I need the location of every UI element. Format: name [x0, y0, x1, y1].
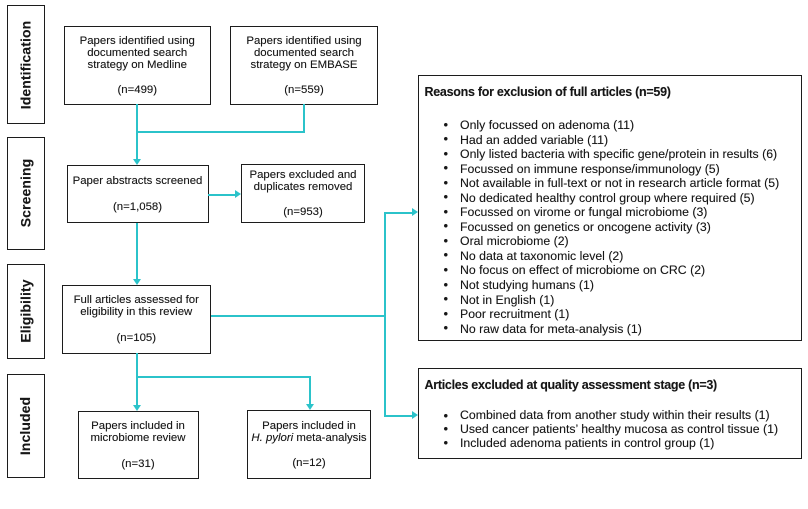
box-medline-line2: documented search: [87, 46, 188, 59]
stage-box-screening: Screening: [6, 137, 45, 250]
hpylori-italic: H. pylori: [251, 431, 294, 444]
connector-split-horizontal: [136, 376, 311, 378]
panel-quality-title: Articles excluded at quality assessment …: [424, 377, 718, 392]
arrowhead-into-hpylori: [305, 404, 314, 410]
box-full-articles-assessed: Full articles assessed for eligibility i…: [61, 284, 211, 354]
box-excluded-line2: duplicates removed: [253, 180, 353, 193]
reason-item: Focussed on genetics or oncogene activit…: [419, 219, 801, 235]
box-papers-excluded-duplicates: Papers excluded and duplicates removed (…: [241, 164, 365, 223]
reason-item: Not studying humans (1): [419, 278, 801, 293]
quality-item: Used cancer patients’ healthy mucosa as …: [419, 422, 801, 437]
connector-right-spine: [383, 211, 386, 417]
connector-split-right-down: [309, 376, 311, 405]
box-embase-line3: strategy on EMBASE: [250, 58, 358, 71]
reason-item: No raw data for meta-analysis (1): [419, 321, 801, 337]
connector-screened-to-excluded: [208, 193, 236, 196]
connector-spine-to-reasons: [383, 211, 413, 214]
box-paper-abstracts-screened: Paper abstracts screened (n=1,058): [66, 164, 209, 223]
stage-box-eligibility: Eligibility: [6, 263, 45, 359]
stage-label-eligibility: Eligibility: [17, 279, 34, 343]
reason-item: No dedicated healthy control group where…: [419, 190, 801, 206]
reason-item: Focussed on virome or fungal microbiome …: [419, 205, 801, 220]
arrowhead-into-reasons: [411, 208, 418, 216]
reason-item: Not available in full-text or not in res…: [419, 176, 801, 191]
panel-reasons-title: Reasons for exclusion of full articles (…: [424, 85, 671, 99]
connector-join-horizontal: [136, 130, 305, 133]
stage-box-identification: Identification: [6, 5, 45, 124]
reason-item: No data at taxonomic level (2): [419, 248, 801, 264]
panel-reasons-list: Only focussed on adenoma (11) Had an add…: [419, 118, 801, 336]
box-excluded-line1: Papers excluded and: [249, 168, 357, 181]
box-embase-line2: documented search: [253, 46, 355, 59]
box-hpylori-line2: H. pylori meta-analysis: [251, 432, 366, 444]
box-microbiome-line2: microbiome review: [90, 432, 186, 444]
hpylori-rest: meta-analysis: [293, 431, 367, 444]
connector-split-left-down: [136, 376, 138, 406]
connector-eligibility-right: [210, 314, 386, 317]
box-embase-count: (n=559): [284, 84, 324, 96]
connector-eligibility-down: [136, 353, 138, 378]
box-excluded-count: (n=953): [283, 206, 323, 219]
arrowhead-into-quality: [411, 411, 418, 419]
box-hpylori-count: (n=12): [292, 457, 326, 469]
panel-quality-list: Combined data from another study within …: [419, 408, 801, 451]
connector-spine-to-quality: [383, 414, 413, 417]
reason-item: Not in English (1): [419, 292, 801, 308]
box-eligibility-count: (n=105): [116, 331, 157, 344]
box-papers-included-hpylori: Papers included in H. pylori meta-analys…: [247, 410, 371, 479]
box-microbiome-line1: Papers included in: [91, 420, 185, 432]
stage-box-included: Included: [6, 373, 45, 478]
stage-label-included: Included: [17, 396, 34, 455]
quality-item: Combined data from another study within …: [419, 408, 801, 423]
box-papers-included-microbiome: Papers included in microbiome review (n=…: [77, 411, 199, 479]
box-medline-count: (n=499): [117, 84, 158, 96]
box-microbiome-count: (n=31): [121, 457, 155, 470]
reason-item: Oral microbiome (2): [419, 234, 801, 249]
box-medline-line3: strategy on Medline: [87, 58, 187, 71]
panel-quality-assessment-exclusions: Articles excluded at quality assessment …: [418, 367, 802, 459]
box-screened-line1: Paper abstracts screened: [72, 175, 203, 187]
reason-item: Focussed on immune response/immunology (…: [419, 161, 801, 177]
box-eligibility-line2: eligibility in this review: [80, 306, 193, 319]
arrowhead-into-excluded: [234, 190, 241, 198]
box-papers-identified-embase: Papers identified using documented searc…: [230, 26, 378, 105]
panel-reasons-for-exclusion: Reasons for exclusion of full articles (…: [418, 75, 802, 341]
box-medline-line1: Papers identified using: [79, 34, 195, 47]
reason-item: Poor recruitment (1): [419, 307, 801, 322]
arrowhead-into-eligibility: [132, 278, 141, 285]
arrowhead-into-screened: [132, 158, 141, 165]
box-screened-count: (n=1,058): [112, 200, 163, 213]
reason-item: Had an added variable (11): [419, 132, 801, 148]
reason-item: No focus on effect of microbiome on CRC …: [419, 263, 801, 278]
arrowhead-into-microbiome: [132, 405, 141, 411]
box-embase-line1: Papers identified using: [246, 34, 362, 47]
quality-item: Included adenoma patients in control gro…: [419, 436, 801, 451]
stage-label-identification: Identification: [17, 20, 34, 109]
stage-label-screening: Screening: [17, 158, 34, 228]
reason-item: Only listed bacteria with specific gene/…: [419, 147, 801, 162]
connector-screened-down: [136, 222, 138, 279]
box-papers-identified-medline: Papers identified using documented searc…: [64, 26, 211, 105]
connector-embase-down: [303, 104, 305, 133]
box-eligibility-line1: Full articles assessed for: [73, 294, 199, 307]
box-hpylori-line1: Papers included in: [262, 419, 356, 432]
reason-item: Only focussed on adenoma (11): [419, 118, 801, 133]
